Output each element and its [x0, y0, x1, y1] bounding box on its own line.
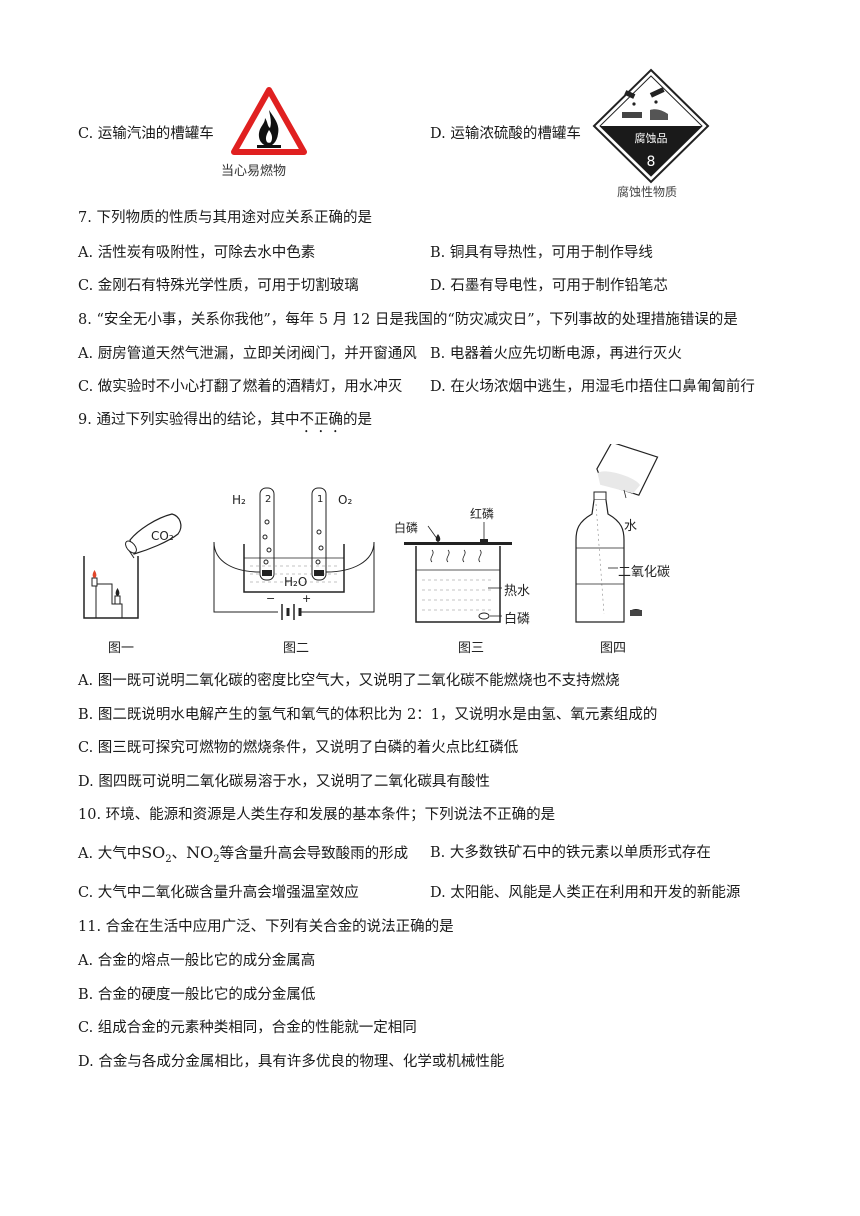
co2-label: CO₂ [151, 529, 174, 543]
q9-option-b: B. 图二既说明水电解产生的氢气和氧气的体积比为 2：1，又说明水是由氢、氧元素… [78, 707, 658, 723]
q9-stem-prefix: 9. 通过下列实验得出的结论，其中 [78, 412, 300, 428]
q11-option-d: D. 合金与各成分金属相比，具有许多优良的物理、化学或机械性能 [78, 1054, 505, 1070]
q7-option-c: C. 金刚石有特殊光学性质，可用于切割玻璃 [78, 278, 359, 294]
flammable-warning-icon [231, 87, 307, 155]
q10-option-c: C. 大气中二氧化碳含量升高会增强温室效应 [78, 885, 359, 901]
scale-1: 1 [317, 494, 323, 505]
q11-option-c: C. 组成合金的元素种类相同，合金的性能就一定相同 [78, 1020, 417, 1036]
figure-four [560, 441, 700, 628]
q7-stem: 7. 下列物质的性质与其用途对应关系正确的是 [78, 210, 372, 226]
q10-a-sep: 、 [171, 846, 187, 862]
q8-stem: 8. “安全无小事，关系你我他”，每年 5 月 12 日是我国的“防灾减灾日”，… [78, 312, 738, 328]
corrosive-warning-icon: 腐蚀品 8 [592, 68, 710, 184]
q8-option-c: C. 做实验时不小心打翻了燃着的酒精灯，用水冲灭 [78, 379, 403, 395]
q8-option-a: A. 厨房管道天然气泄漏，立即关闭阀门，并开窗通风 [78, 346, 417, 362]
q8-option-d: D. 在火场浓烟中逃生，用湿毛巾捂住口鼻匍匐前行 [430, 379, 755, 395]
q9-option-d: D. 图四既可说明二氧化碳易溶于水，又说明了二氧化碳具有酸性 [78, 774, 490, 790]
flammable-sign [230, 86, 308, 158]
red-phosphorus-label: 红磷 [470, 506, 494, 521]
figure-three-diagram: 白磷 红磷 [394, 506, 512, 623]
q7-option-b: B. 铜具有导热性，可用于制作导线 [430, 245, 653, 261]
so2-formula: SO2 [141, 843, 172, 866]
figure-two-caption: 图二 [283, 641, 310, 656]
figure-three-caption: 图三 [458, 641, 485, 656]
q7-option-d: D. 石墨有导电性，可用于制作铅笔芯 [430, 278, 668, 294]
q9-stem: 9. 通过下列实验得出的结论，其中不正确的是 [78, 410, 372, 436]
figure-three: 白磷 红磷 [388, 504, 518, 630]
h2-label: H₂ [232, 493, 246, 507]
fig4-co2-label: 二氧化碳 [618, 565, 671, 580]
figure-two: H₂ O₂ 2 1 H₂O − + [204, 482, 384, 632]
water-label: H₂O [284, 575, 307, 589]
q10-option-a: A. 大气中SO2、NO2等含量升高会导致酸雨的形成 [78, 843, 408, 870]
minus-sign: − [266, 592, 275, 605]
corrosive-sign-label: 腐蚀品 [635, 131, 668, 145]
q10-option-b: B. 大多数铁矿石中的铁元素以单质形式存在 [430, 845, 711, 861]
flammable-sign-caption: 当心易燃物 [221, 164, 287, 179]
white-phosphorus-top-label: 白磷 [394, 520, 418, 535]
plus-sign: + [302, 592, 311, 605]
q7-option-a: A. 活性炭有吸附性，可除去水中色素 [78, 245, 316, 261]
white-phosphorus-bottom-label: 白磷 [504, 612, 531, 627]
figure-one-caption: 图一 [108, 641, 135, 656]
q11-stem: 11. 合金在生活中应用广泛、下列有关合金的说法正确的是 [78, 919, 454, 935]
o2-label: O₂ [338, 493, 352, 507]
q8-option-b: B. 电器着火应先切断电源，再进行灭火 [430, 346, 682, 362]
q6-option-d: D. 运输浓硫酸的槽罐车 [430, 126, 581, 142]
corrosive-sign-caption: 腐蚀性物质 [617, 185, 678, 199]
q10-a-suffix: 等含量升高会导致酸雨的形成 [219, 846, 409, 862]
figure-two-diagram: H₂ O₂ 2 1 H₂O − + [213, 487, 375, 620]
q9-stem-suffix: 的是 [342, 412, 372, 428]
q6-option-c: C. 运输汽油的槽罐车 [78, 126, 214, 142]
figure-four-diagram [575, 441, 659, 623]
q9-option-c: C. 图三既可探究可燃物的燃烧条件，又说明了白磷的着火点比红磷低 [78, 740, 519, 756]
figure-four-caption: 图四 [600, 641, 627, 656]
q9-stem-emphasis: 不正确 [299, 412, 343, 428]
q10-a-prefix: A. 大气中 [78, 846, 142, 862]
figure-one: CO₂ [78, 496, 188, 622]
fig4-water-label: 水 [624, 519, 638, 534]
corrosive-sign: 腐蚀品 8 [590, 68, 712, 184]
q10-stem: 10. 环境、能源和资源是人类生存和发展的基本条件；下列说法不正确的是 [78, 807, 556, 823]
q10-option-d: D. 太阳能、风能是人类正在利用和开发的新能源 [430, 885, 741, 901]
q11-option-b: B. 合金的硬度一般比它的成分金属低 [78, 987, 316, 1003]
figure-one-diagram: CO₂ [83, 513, 182, 619]
no2-formula: NO2 [186, 843, 220, 866]
scale-2: 2 [265, 494, 271, 505]
q11-option-a: A. 合金的熔点一般比它的成分金属高 [78, 953, 316, 969]
hot-water-label: 热水 [504, 584, 531, 599]
corrosive-sign-number: 8 [647, 154, 656, 170]
q9-option-a: A. 图一既可说明二氧化碳的密度比空气大，又说明了二氧化碳不能燃烧也不支持燃烧 [78, 673, 620, 689]
